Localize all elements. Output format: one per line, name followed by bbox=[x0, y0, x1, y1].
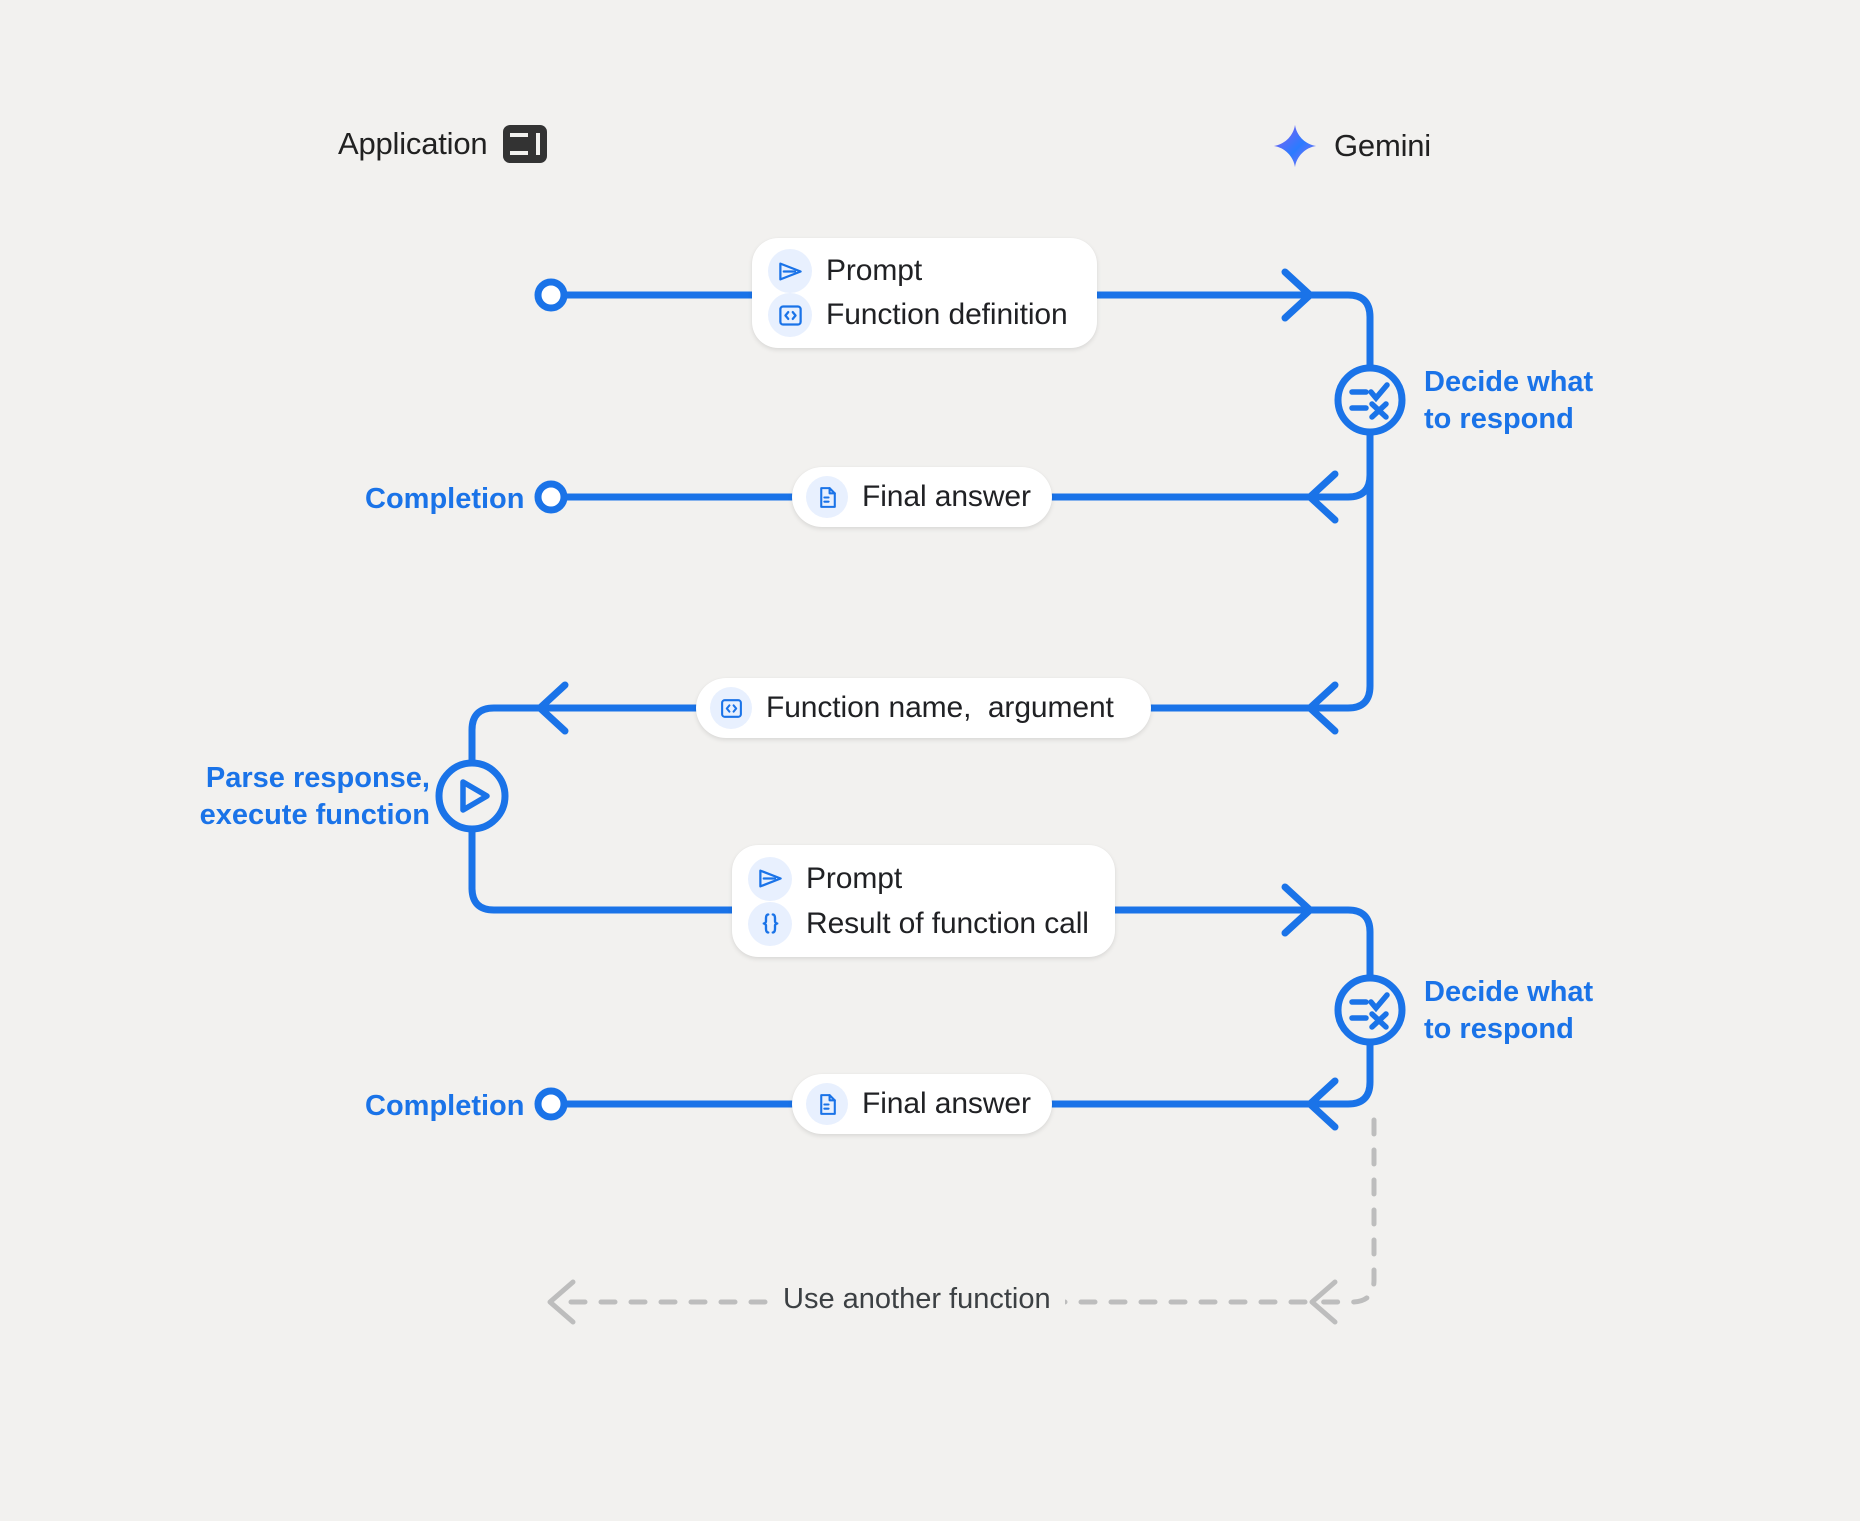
card-row: Prompt bbox=[768, 249, 1071, 293]
card-row-label: Prompt bbox=[826, 254, 923, 287]
annotation-completion-2: Completion bbox=[365, 1090, 525, 1122]
send-icon bbox=[768, 249, 812, 293]
endpoint-application-prompt bbox=[534, 278, 568, 312]
actor-header-gemini: Gemini bbox=[1272, 123, 1431, 169]
annotation-use-another-function: Use another function bbox=[769, 1283, 1065, 1316]
application-layout-icon bbox=[503, 125, 548, 163]
card-row-label: Function definition bbox=[826, 298, 1068, 331]
annotation-parse-response-execute-function: Parse response, execute function bbox=[199, 762, 430, 832]
card-row: Final answer bbox=[806, 473, 1031, 521]
execute-node bbox=[435, 759, 509, 833]
message-card-final-answer-1: Final answer bbox=[792, 467, 1052, 527]
card-row-label: Prompt bbox=[806, 861, 903, 895]
flow-execute-loop bbox=[468, 826, 564, 914]
card-row: Prompt bbox=[748, 856, 1089, 901]
decision-node-1 bbox=[1334, 364, 1406, 436]
actor-label-application: Application bbox=[338, 126, 488, 161]
annotation-decide-what-to-respond-2: Decide what to respond bbox=[1424, 976, 1594, 1046]
card-row: Function name, argument bbox=[710, 684, 1125, 732]
card-row-label: Result of function call bbox=[806, 906, 1089, 940]
decision-node-2 bbox=[1334, 974, 1406, 1046]
send-icon bbox=[748, 856, 792, 901]
message-card-prompt-result-of-function-call: Prompt Result of function call bbox=[732, 845, 1115, 957]
card-row-label: Final answer bbox=[862, 480, 1031, 513]
curly-braces-icon bbox=[748, 901, 792, 946]
card-row-label: Function name, argument bbox=[766, 691, 1114, 724]
document-icon bbox=[806, 476, 848, 518]
endpoint-completion-1 bbox=[534, 480, 568, 514]
code-brackets-icon bbox=[710, 687, 752, 729]
card-row-label: Final answer bbox=[862, 1087, 1031, 1120]
code-brackets-icon bbox=[768, 293, 812, 337]
document-icon bbox=[806, 1083, 848, 1125]
actor-label-gemini: Gemini bbox=[1334, 128, 1431, 163]
annotation-completion-1: Completion bbox=[365, 483, 525, 515]
actor-header-application: Application bbox=[338, 125, 548, 163]
endpoint-completion-2 bbox=[534, 1087, 568, 1121]
card-row: Function definition bbox=[768, 293, 1071, 337]
message-card-prompt-function-definition: Prompt Function definition bbox=[752, 238, 1097, 348]
message-card-final-answer-2: Final answer bbox=[792, 1074, 1052, 1134]
annotation-decide-what-to-respond-1: Decide what to respond bbox=[1424, 366, 1594, 436]
card-row: Result of function call bbox=[748, 901, 1089, 946]
gemini-sparkle-icon bbox=[1273, 124, 1317, 168]
card-row: Final answer bbox=[806, 1080, 1031, 1128]
message-card-function-name-argument: Function name, argument bbox=[696, 678, 1151, 738]
